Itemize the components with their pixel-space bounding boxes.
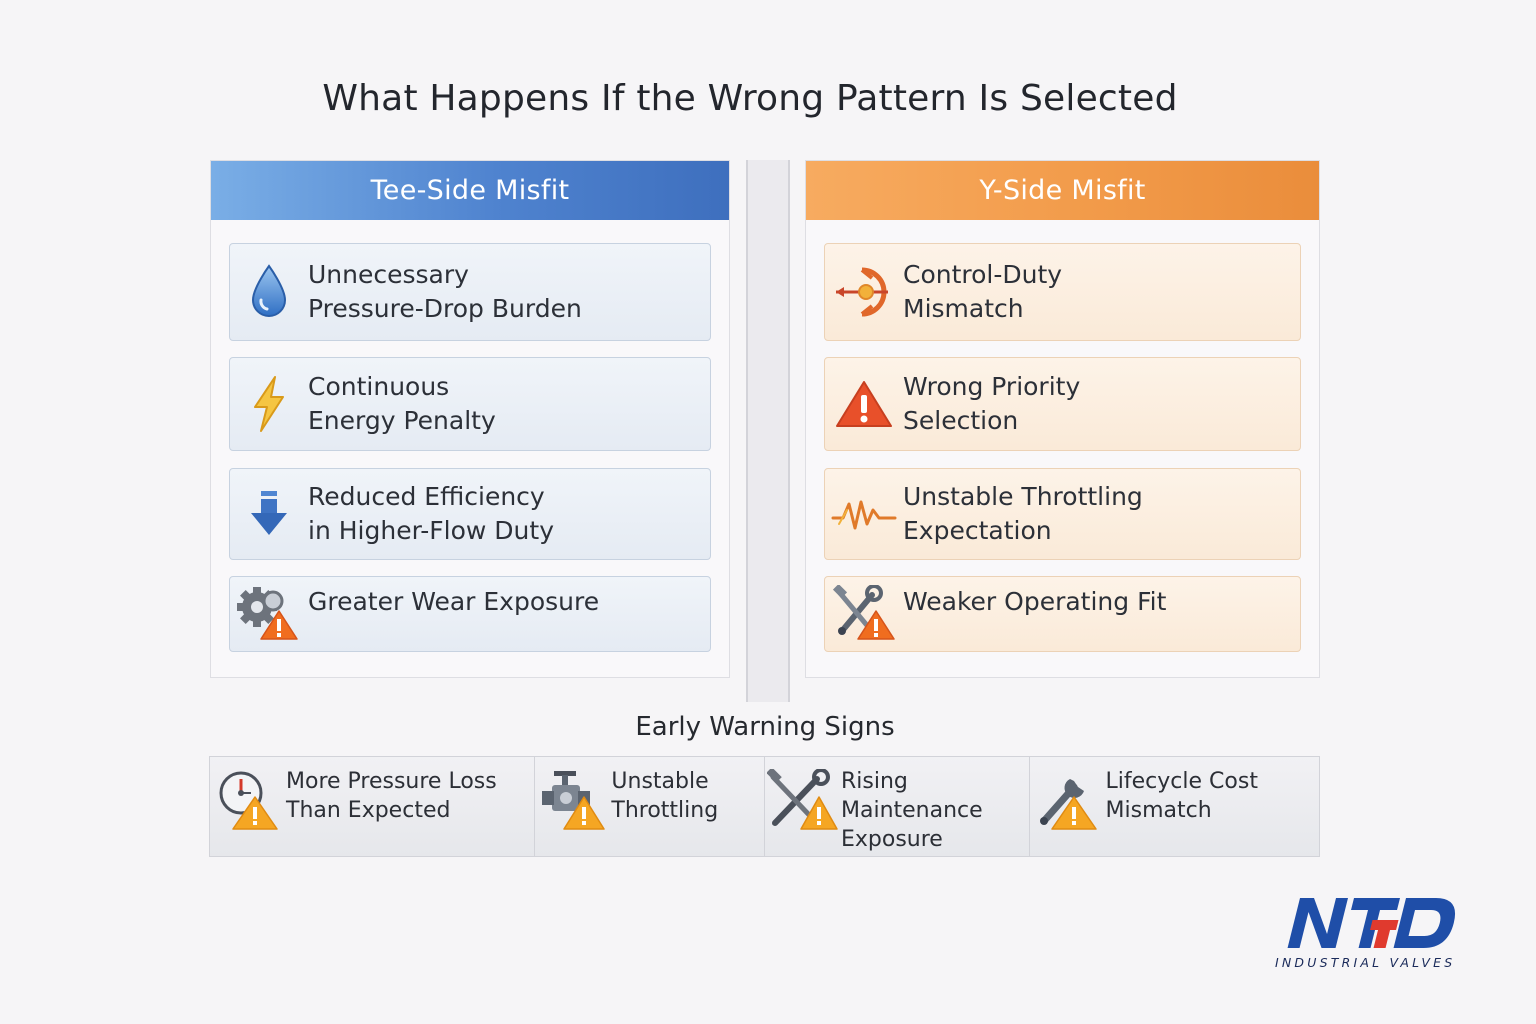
y-side-header: Y-Side Misfit <box>806 161 1319 220</box>
y-card-weaker-fit: Weaker Operating Fit <box>824 576 1301 652</box>
center-divider <box>746 160 790 702</box>
ews-label: More Pressure Loss Than Expected <box>286 769 497 823</box>
down-arrow-icon <box>230 489 308 539</box>
y-card-label: Control-Duty Mismatch <box>903 260 1063 323</box>
tee-card-wear-exposure: Greater Wear Exposure <box>229 576 711 652</box>
ews-label: Rising Maintenance Exposure <box>841 769 983 852</box>
early-warning-title: Early Warning Signs <box>635 712 895 742</box>
y-card-label: Weaker Operating Fit <box>903 587 1167 616</box>
brand-logo <box>1287 898 1455 948</box>
tee-card-energy-penalty: Continuous Energy Penalty <box>229 357 711 451</box>
waveform-icon <box>825 494 903 534</box>
ews-label: Unstable Throttling <box>611 769 719 823</box>
page-title: What Happens If the Wrong Pattern Is Sel… <box>322 78 1178 119</box>
early-warning-row: More Pressure Loss Than Expected Unstabl… <box>209 756 1320 857</box>
y-card-label: Wrong Priority Selection <box>903 372 1081 435</box>
ews-label: Lifecycle Cost Mismatch <box>1105 769 1258 823</box>
target-arrow-icon <box>825 264 903 320</box>
tee-card-reduced-efficiency: Reduced Efficiency in Higher-Flow Duty <box>229 468 711 560</box>
y-card-unstable-throttling: Unstable Throttling Expectation <box>824 468 1301 560</box>
y-card-label: Unstable Throttling Expectation <box>903 482 1143 545</box>
tools-warning-icon <box>765 767 841 831</box>
tee-card-label: Reduced Efficiency in Higher-Flow Duty <box>308 482 554 545</box>
tee-card-pressure-drop: Unnecessary Pressure-Drop Burden <box>229 243 711 341</box>
warning-triangle-icon <box>825 379 903 429</box>
y-card-wrong-priority: Wrong Priority Selection <box>824 357 1301 451</box>
y-card-control-duty: Control-Duty Mismatch <box>824 243 1301 341</box>
tee-side-panel: Tee-Side Misfit Unnecessary Pressure-Dro… <box>210 160 730 678</box>
tee-card-label: Greater Wear Exposure <box>308 587 600 616</box>
ews-pressure-loss: More Pressure Loss Than Expected <box>210 757 536 856</box>
valve-warning-icon <box>535 767 611 831</box>
tools-warning-icon <box>825 585 903 641</box>
lightning-icon <box>230 375 308 433</box>
tee-side-header: Tee-Side Misfit <box>211 161 729 220</box>
gear-warning-icon <box>230 585 308 641</box>
y-side-panel: Y-Side Misfit Control-Duty Mismatch Wron… <box>805 160 1320 678</box>
wrench-warning-icon <box>1030 767 1106 831</box>
gauge-warning-icon <box>210 767 286 831</box>
brand-tagline: INDUSTRIAL VALVES <box>1275 955 1456 970</box>
water-drop-icon <box>230 264 308 320</box>
ews-rising-maintenance: Rising Maintenance Exposure <box>765 757 1030 856</box>
ews-lifecycle-cost: Lifecycle Cost Mismatch <box>1030 757 1319 856</box>
ews-unstable-throttling: Unstable Throttling <box>535 757 765 856</box>
tee-card-label: Unnecessary Pressure-Drop Burden <box>308 260 582 323</box>
tee-card-label: Continuous Energy Penalty <box>308 372 496 435</box>
